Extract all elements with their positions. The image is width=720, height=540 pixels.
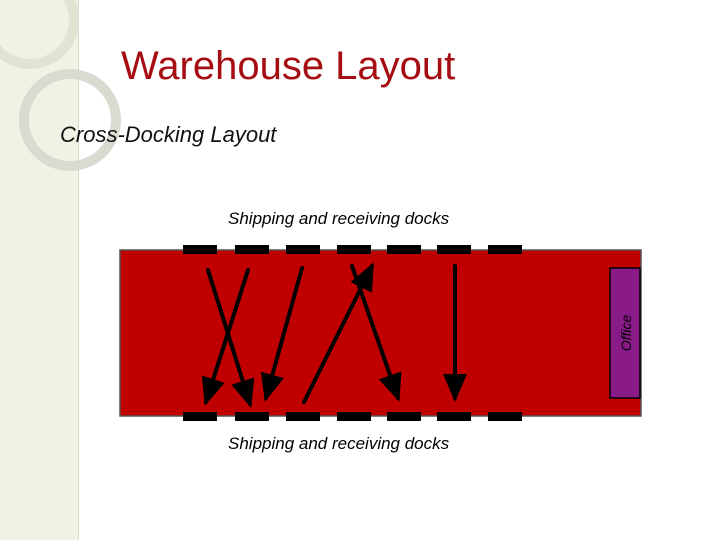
slide-title: Warehouse Layout [121, 44, 456, 88]
dock-top [337, 245, 371, 254]
flow-arrow [260, 266, 304, 402]
bottom-docks-label: Shipping and receiving docks [228, 434, 450, 453]
office-area [609, 267, 641, 399]
dock-top [286, 245, 320, 254]
dock-bottom [437, 412, 471, 421]
dock-bottom [488, 412, 522, 421]
warehouse-floor [119, 249, 642, 417]
dock-bottom [387, 412, 421, 421]
dock-top [183, 245, 217, 254]
dock-bottom [183, 412, 217, 421]
dock-top [437, 245, 471, 254]
dock-top [387, 245, 421, 254]
top-docks-label: Shipping and receiving docks [228, 209, 450, 228]
dock-top [488, 245, 522, 254]
decorative-ring-middle [19, 69, 121, 171]
slide-subtitle: Cross-Docking Layout [60, 122, 277, 147]
office-label: Office [618, 315, 634, 352]
dock-bottom [337, 412, 371, 421]
flow-arrow [350, 264, 402, 402]
dock-bottom [235, 412, 269, 421]
dock-bottom [286, 412, 320, 421]
flow-arrow [206, 268, 255, 408]
decorative-ring-top [0, 0, 79, 69]
dock-top [235, 245, 269, 254]
